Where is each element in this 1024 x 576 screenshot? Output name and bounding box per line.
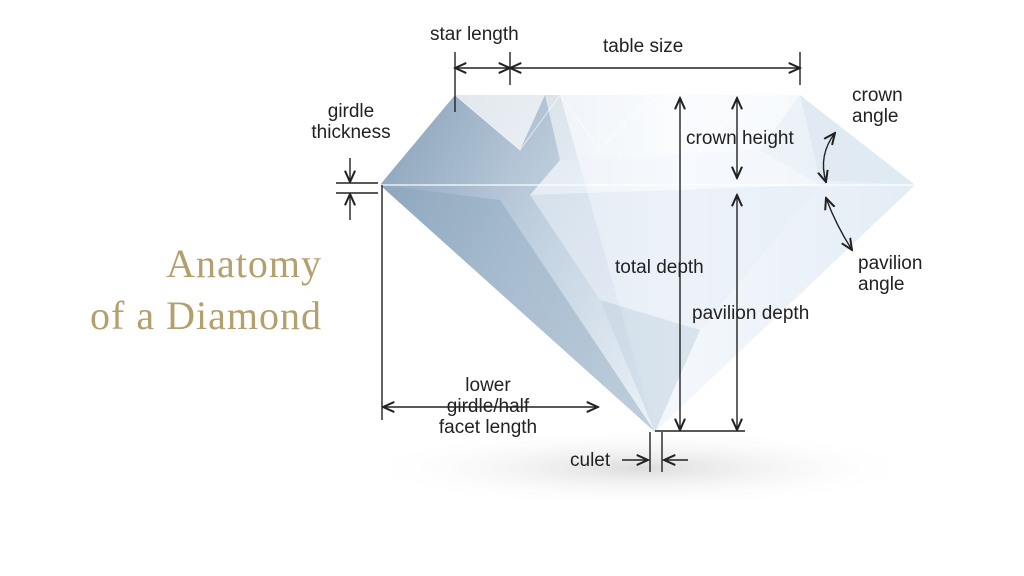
label-pavilion-depth: pavilion depth — [692, 303, 810, 324]
label-lower-girdle-line2: girdle/half — [446, 396, 530, 417]
label-star-length: star length — [430, 24, 519, 45]
label-table-size: table size — [603, 36, 684, 57]
dimension-lines — [336, 52, 852, 472]
diamond-reflection — [360, 428, 920, 508]
title-line-1: Anatomy — [166, 241, 322, 286]
title-line-2: of a Diamond — [90, 293, 322, 338]
label-lower-girdle-line3: facet length — [438, 417, 538, 438]
label-girdle-thickness-line2: thickness — [311, 122, 391, 143]
label-pavilion-angle-line1: pavilion — [858, 253, 923, 274]
label-lower-girdle-line1: lower — [465, 375, 511, 396]
diamond-illustration — [380, 94, 915, 432]
label-crown-angle-line2: angle — [852, 106, 899, 127]
label-total-depth: total depth — [615, 257, 704, 278]
label-pavilion-angle: pavilion angle — [858, 253, 922, 295]
label-culet: culet — [570, 450, 611, 471]
label-girdle-thickness-line1: girdle — [327, 101, 375, 122]
label-crown-height: crown height — [686, 128, 794, 149]
label-lower-girdle-facet: lower girdle/half facet length — [428, 375, 548, 438]
label-crown-angle: crown angle — [852, 85, 903, 127]
label-crown-angle-line1: crown — [852, 85, 903, 106]
page-title: Anatomy of a Diamond — [40, 238, 322, 342]
label-girdle-thickness: girdle thickness — [305, 101, 397, 143]
label-pavilion-angle-line2: angle — [858, 274, 905, 295]
